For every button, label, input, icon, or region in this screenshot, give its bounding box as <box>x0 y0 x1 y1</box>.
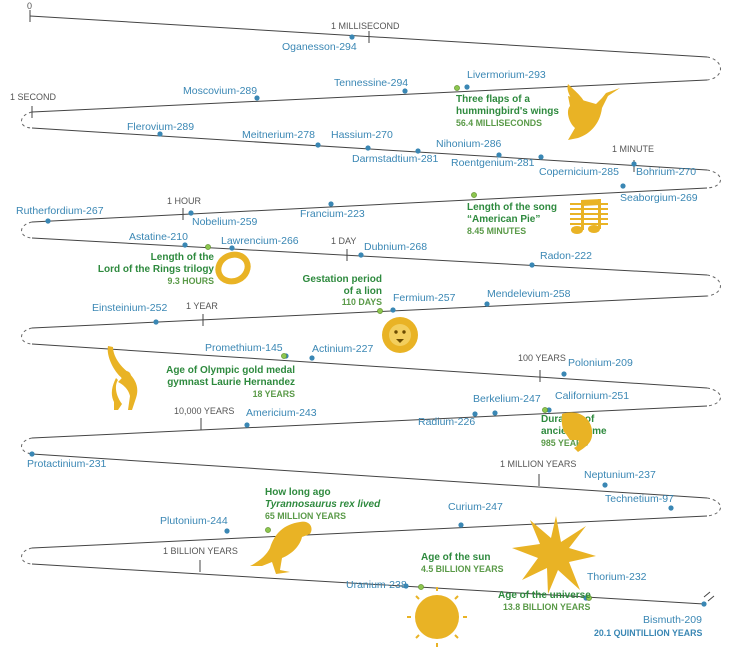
isotope-label: Californium-251 <box>555 390 629 402</box>
isotope-label: Bismuth-209 <box>643 614 702 626</box>
scale-mark-1-hour: 1 HOUR <box>167 196 202 206</box>
isotope-label: Hassium-270 <box>331 129 393 141</box>
isotope-label: Bohrium-270 <box>636 166 696 178</box>
isotope-label: Einsteinium-252 <box>92 302 167 314</box>
scale-mark-0: 0 <box>27 1 32 11</box>
lion-icon <box>382 317 418 353</box>
comparison-american-pie-value: 8.45 MINUTES <box>467 226 526 236</box>
isotope-label: Protactinium-231 <box>27 458 107 470</box>
isotope-label: Oganesson-294 <box>282 41 357 53</box>
scale-mark-1-billion-years: 1 BILLION YEARS <box>163 546 238 556</box>
isotope-label: Technetium-97 <box>605 493 674 505</box>
music-notes-icon <box>570 199 608 234</box>
comparison-trex-line-2: Tyrannosaurus rex lived <box>265 499 381 510</box>
scale-mark-1-million-years: 1 MILLION YEARS <box>500 459 576 469</box>
comparison-universe-line-1: Age of the universe <box>498 590 591 601</box>
isotope-label: Lawrencium-266 <box>221 235 299 247</box>
isotope-label: Uranium-238 <box>346 579 407 591</box>
isotope-label: Neptunium-237 <box>584 469 656 481</box>
bismuth-half-life: 20.1 QUINTILLION YEARS <box>594 628 702 638</box>
comparison-dots <box>205 85 592 601</box>
isotope-label: Polonium-209 <box>568 357 633 369</box>
isotope-label: Seaborgium-269 <box>620 192 698 204</box>
scale-mark-1-second: 1 SECOND <box>10 92 57 102</box>
isotope-label: Plutonium-244 <box>160 515 228 527</box>
isotope-label: Mendelevium-258 <box>487 288 571 300</box>
scale-mark-1-day: 1 DAY <box>331 236 356 246</box>
comparison-sun-line-1: Age of the sun <box>421 552 490 563</box>
isotope-label: Fermium-257 <box>393 292 456 304</box>
comparison-hummingbird-line-1: Three flaps of a <box>456 94 530 105</box>
ring-icon <box>215 251 251 285</box>
scale-labels: 0 1 MILLISECOND 1 SECOND 1 MINUTE 1 HOUR… <box>10 1 654 556</box>
comparison-gymnast-line-2: gymnast Laurie Hernandez <box>167 377 295 388</box>
scale-mark-1-millisecond: 1 MILLISECOND <box>331 21 400 31</box>
sun-icon <box>407 587 467 647</box>
scale-mark-1-minute: 1 MINUTE <box>612 144 654 154</box>
laurel-head-icon <box>561 412 593 452</box>
isotope-label: Moscovium-289 <box>183 85 257 97</box>
isotope-label: Roentgenium-281 <box>451 157 535 169</box>
comparison-lion-line-2: of a lion <box>344 286 382 297</box>
isotope-label: Berkelium-247 <box>473 393 541 405</box>
comparison-trex-line-1: How long ago <box>265 487 331 498</box>
isotope-dots <box>29 34 707 607</box>
isotope-label: Curium-247 <box>448 501 503 513</box>
isotope-label: Americium-243 <box>246 407 317 419</box>
starburst-icon <box>512 516 596 594</box>
isotope-label: Radon-222 <box>540 250 592 262</box>
comparison-american-pie-line-2: “American Pie” <box>467 214 540 225</box>
hummingbird-icon <box>567 84 620 140</box>
isotope-label: Actinium-227 <box>312 343 373 355</box>
isotope-label: Darmstadtium-281 <box>352 153 439 165</box>
comparison-universe-value: 13.8 BILLION YEARS <box>503 602 590 612</box>
isotope-label: Meitnerium-278 <box>242 129 315 141</box>
comparison-american-pie-line-1: Length of the song <box>467 202 557 213</box>
gymnast-icon <box>107 346 138 410</box>
isotope-label: Livermorium-293 <box>467 69 546 81</box>
comparison-lion-value: 110 DAYS <box>342 297 382 307</box>
isotope-label: Copernicium-285 <box>539 166 619 178</box>
comparison-gymnast-line-1: Age of Olympic gold medal <box>166 365 295 376</box>
isotope-label: Rutherfordium-267 <box>16 205 104 217</box>
isotope-label: Thorium-232 <box>587 571 647 583</box>
comparison-rome-value: 985 YEARS <box>541 438 588 448</box>
comparison-lotr-value: 9.3 HOURS <box>168 276 215 286</box>
comparison-lion-line-1: Gestation period <box>303 274 382 285</box>
isotope-label: Nobelium-259 <box>192 216 258 228</box>
scale-mark-1-year: 1 YEAR <box>186 301 218 311</box>
dinosaur-icon <box>250 521 312 574</box>
isotope-label: Francium-223 <box>300 208 365 220</box>
isotope-label: Astatine-210 <box>129 231 188 243</box>
comparison-lotr-line-2: Lord of the Rings trilogy <box>98 264 215 275</box>
comparison-hummingbird-line-2: hummingbird's wings <box>456 106 559 117</box>
timeline-lines <box>21 15 721 605</box>
isotope-label: Flerovium-289 <box>127 121 194 133</box>
isotope-label: Dubnium-268 <box>364 241 427 253</box>
isotope-label: Tennessine-294 <box>334 77 408 89</box>
isotope-labels: Oganesson-294 Moscovium-289 Tennessine-2… <box>16 41 702 638</box>
isotope-label: Promethium-145 <box>205 342 283 354</box>
scale-mark-100-years: 100 YEARS <box>518 353 566 363</box>
isotope-label: Nihonium-286 <box>436 138 502 150</box>
isotope-label: Radium-226 <box>418 416 475 428</box>
comparison-gymnast-value: 18 YEARS <box>253 389 296 399</box>
comparison-sun-value: 4.5 BILLION YEARS <box>421 564 504 574</box>
comparison-trex-value: 65 MILLION YEARS <box>265 511 346 521</box>
comparison-lotr-line-1: Length of the <box>151 252 215 263</box>
comparison-hummingbird-value: 56.4 MILLISECONDS <box>456 118 542 128</box>
scale-mark-10000-years: 10,000 YEARS <box>174 406 234 416</box>
